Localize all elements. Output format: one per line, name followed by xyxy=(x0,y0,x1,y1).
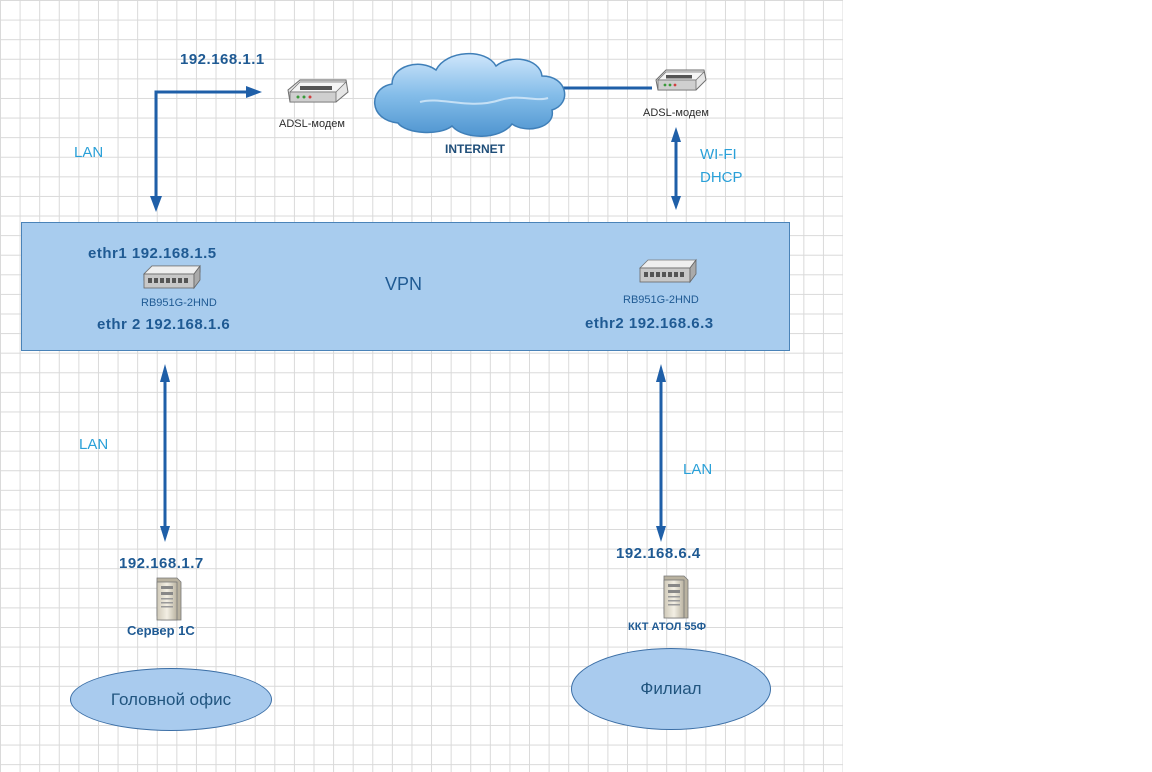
server-name-label: Сервер 1С xyxy=(127,623,195,638)
arrow-head-right xyxy=(246,86,262,98)
server-ip-label: 192.168.1.7 xyxy=(119,555,204,572)
adsl-modem-icon xyxy=(655,69,707,91)
vpn-label: VPN xyxy=(385,274,423,294)
branch-office-ellipse: Филиал xyxy=(571,648,771,730)
router-left-name: RB951G-2HND xyxy=(141,297,217,309)
kkt-ip-label: 192.168.6.4 xyxy=(616,545,701,562)
router-right-name: RB951G-2HND xyxy=(623,294,699,306)
modem-left-label: ADSL-модем xyxy=(279,118,345,130)
lan-label-left: LAN xyxy=(79,436,109,453)
kkt-name-label: ККТ АТОЛ 55Ф xyxy=(628,621,706,633)
lan-label-right: LAN xyxy=(683,461,713,478)
top-ip-label: 192.168.1.1 xyxy=(180,51,265,68)
cloud-icon xyxy=(374,53,566,137)
lan-label-top-left: LAN xyxy=(74,144,104,161)
lan-link-modem-left xyxy=(150,86,262,212)
server-tower-icon xyxy=(663,575,689,619)
arrow-head-down xyxy=(150,196,162,212)
network-switch-icon xyxy=(639,258,697,284)
dhcp-label: DHCP xyxy=(700,169,743,186)
router-left-ip1: ethr1 192.168.1.5 xyxy=(88,245,217,262)
server-tower-icon xyxy=(156,577,182,621)
wifi-label: WI-FI xyxy=(700,146,737,163)
adsl-modem-icon xyxy=(287,79,349,103)
router-left-ip2: ethr 2 192.168.1.6 xyxy=(97,316,231,333)
router-right-ip: ethr2 192.168.6.3 xyxy=(585,315,714,332)
head-office-ellipse: Головной офис xyxy=(70,668,272,731)
lan-link-server xyxy=(160,364,170,542)
internet-label: INTERNET xyxy=(445,142,505,156)
lan-link-kkt xyxy=(656,364,666,542)
modem-right-label: ADSL-модем xyxy=(643,107,709,119)
network-switch-icon xyxy=(143,264,201,290)
head-office-label: Головной офис xyxy=(110,689,232,709)
wifi-link xyxy=(671,127,681,210)
branch-office-label: Филиал xyxy=(640,679,702,698)
